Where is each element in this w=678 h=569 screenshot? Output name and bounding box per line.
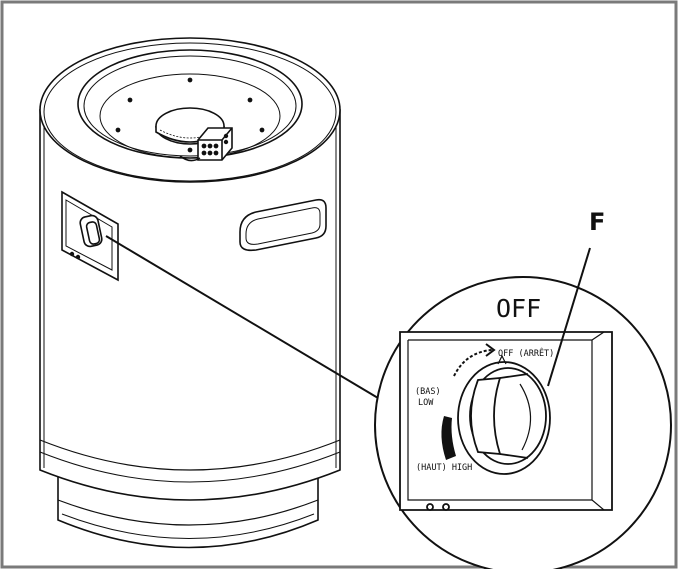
off-position-label: OFF (ARRÊT) [498, 347, 554, 359]
temperature-wedge [441, 416, 456, 460]
control-panel-small [61, 190, 119, 282]
carry-handle [239, 198, 327, 252]
high-label: (HAUT) HIGH [416, 463, 472, 473]
tank-body [39, 109, 341, 501]
low-fr-label: (BAS) [415, 387, 441, 397]
callout-f-leader [547, 247, 591, 387]
terminal-block [179, 127, 233, 162]
thermostat-knob [457, 354, 551, 475]
callout-f-label: F [589, 208, 605, 236]
water-heater-tank [39, 37, 341, 549]
thermostat-detail: OFF OFF (ARRÊT) (BAS) LOW (HAUT) HIGH [374, 276, 672, 569]
detail-state-label: OFF [496, 294, 541, 323]
low-label: LOW [418, 398, 434, 408]
detail-leader-line [105, 235, 379, 399]
